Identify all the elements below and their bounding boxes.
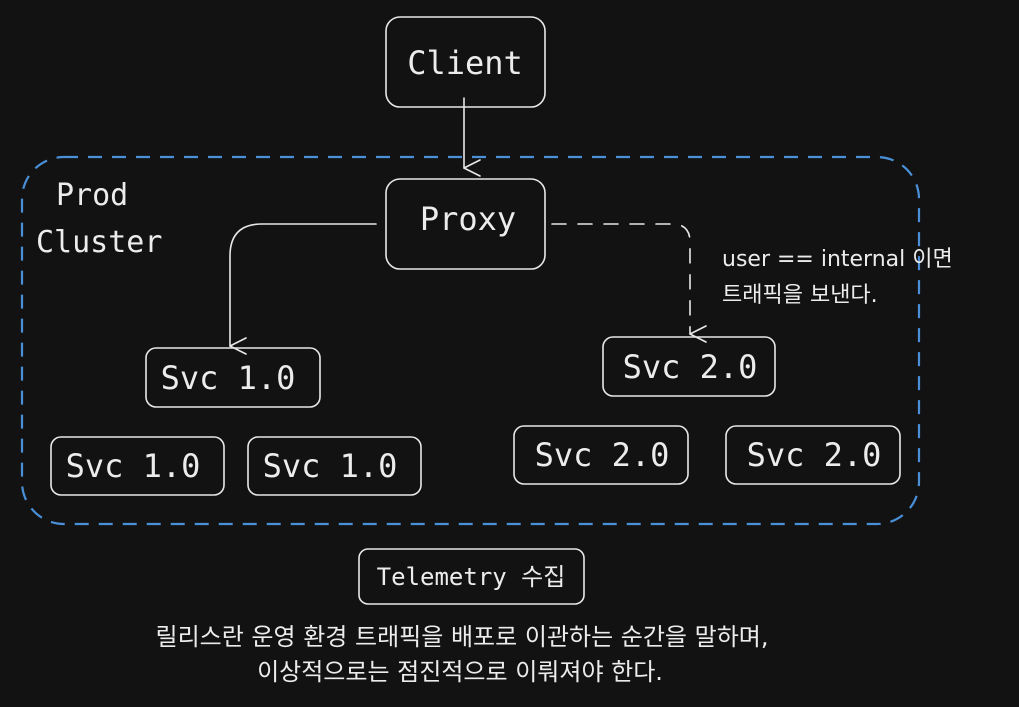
- svc1-replica-node: Svc 1.0: [247, 436, 422, 496]
- routing-note-line2: 트래픽을 보낸다.: [722, 283, 878, 308]
- svc1-replica-node: Svc 1.0: [50, 436, 225, 496]
- svc2-replica-node: Svc 2.0: [725, 425, 901, 485]
- svc2-main-node: Svc 2.0: [602, 336, 776, 397]
- cluster-label-cluster: Cluster: [36, 225, 162, 260]
- svc1-main-node: Svc 1.0: [145, 347, 321, 408]
- proxy-node: Proxy: [385, 178, 546, 270]
- svc2-replica-label: Svc 2.0: [535, 436, 670, 474]
- svc1-main-label: Svc 1.0: [161, 359, 296, 397]
- caption-line2: 이상적으로는 점진적으로 이뤄져야 한다.: [257, 658, 663, 686]
- svc2-replica-node: Svc 2.0: [513, 425, 689, 485]
- caption-line1: 릴리스란 운영 환경 트래픽을 배포로 이관하는 순간을 말하며,: [155, 623, 768, 651]
- telemetry-label: Telemetry 수집: [377, 563, 566, 591]
- client-label: Client: [407, 44, 523, 82]
- edge-proxy-to-svc1: [229, 223, 377, 355]
- edge-proxy-to-svc2-dashed: [551, 223, 707, 343]
- svc1-replica-label: Svc 1.0: [263, 447, 398, 485]
- telemetry-node: Telemetry 수집: [358, 548, 585, 605]
- prod-cluster-boundary: [20, 155, 921, 526]
- svc1-replica-label: Svc 1.0: [66, 447, 201, 485]
- svc2-main-label: Svc 2.0: [623, 348, 758, 386]
- routing-note-line1: user == internal 이면: [722, 247, 953, 272]
- cluster-label-prod: Prod: [56, 178, 128, 213]
- proxy-label: Proxy: [420, 200, 516, 238]
- svc2-replica-label: Svc 2.0: [747, 436, 882, 474]
- client-node: Client: [385, 16, 546, 108]
